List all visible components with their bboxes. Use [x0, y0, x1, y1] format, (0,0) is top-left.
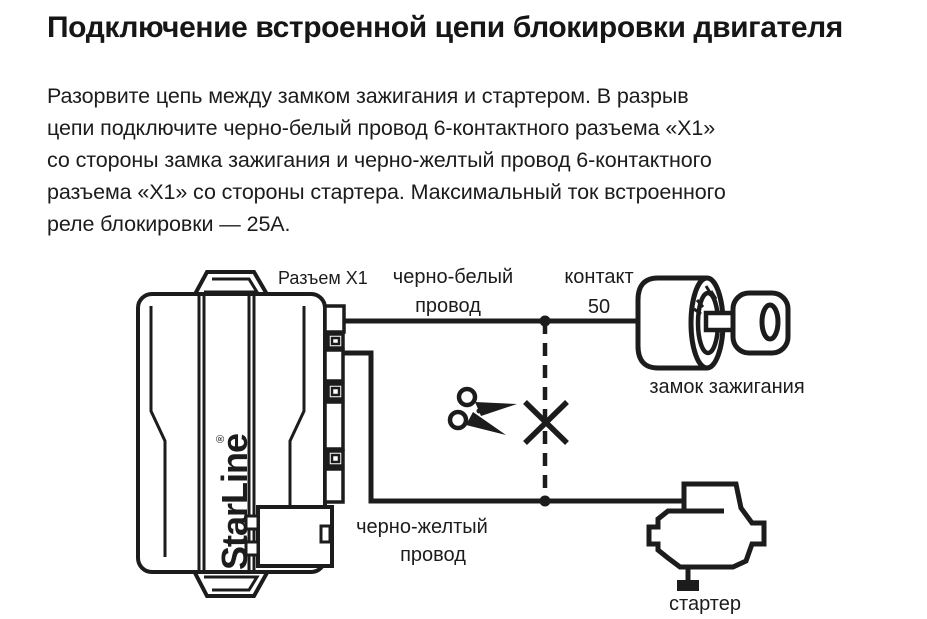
contact-50-label-line1: контакт [564, 266, 633, 288]
body-line: цепи подключите черно-белый провод 6-кон… [47, 116, 716, 140]
cut-x-mark-icon [523, 400, 569, 445]
alarm-unit: StarLine ® [136, 270, 346, 598]
contact-50-label-line2: 50 [588, 296, 610, 318]
wiring-diagram: StarLine ® [136, 266, 805, 615]
key-hole [759, 302, 781, 342]
registered-mark: ® [215, 435, 227, 443]
lower-connector-block [244, 505, 334, 568]
instruction-paragraph: Разорвите цепь между замком зажигания и … [47, 80, 726, 240]
lock-ticks [693, 285, 718, 316]
connector-x1-blocks [323, 304, 346, 504]
starter-body [646, 481, 767, 570]
starter-ground-pad [677, 580, 699, 591]
page-title: Подключение встроенной цепи блокировки д… [47, 11, 843, 44]
starter-label: стартер [669, 593, 741, 615]
case-contours [149, 306, 306, 557]
black-yellow-wire [343, 350, 684, 504]
black-white-wire-label-line2: провод [415, 295, 481, 317]
scissors-icon [447, 386, 517, 435]
mounting-tab-bottom [190, 569, 272, 598]
black-yellow-wire-label-line1: черно-желтый [356, 516, 488, 538]
ignition-lock [635, 275, 791, 371]
body-line: Разорвите цепь между замком зажигания и … [47, 84, 689, 108]
connector-x1-label: Разъем Х1 [278, 268, 368, 288]
starline-logo: StarLine [214, 434, 255, 570]
black-yellow-wire-label-line2: провод [400, 544, 466, 566]
body-line: реле блокировки — 25А. [47, 212, 291, 236]
lock-cylinder [635, 275, 707, 371]
body-line: со стороны замка зажигания и черно-желты… [47, 148, 712, 172]
black-white-wire-label-line1: черно-белый [393, 266, 513, 288]
ignition-lock-label: замок зажигания [649, 376, 804, 398]
starter-motor [646, 481, 767, 591]
body-line: разъема «Х1» со стороны стартера. Максим… [47, 180, 726, 204]
